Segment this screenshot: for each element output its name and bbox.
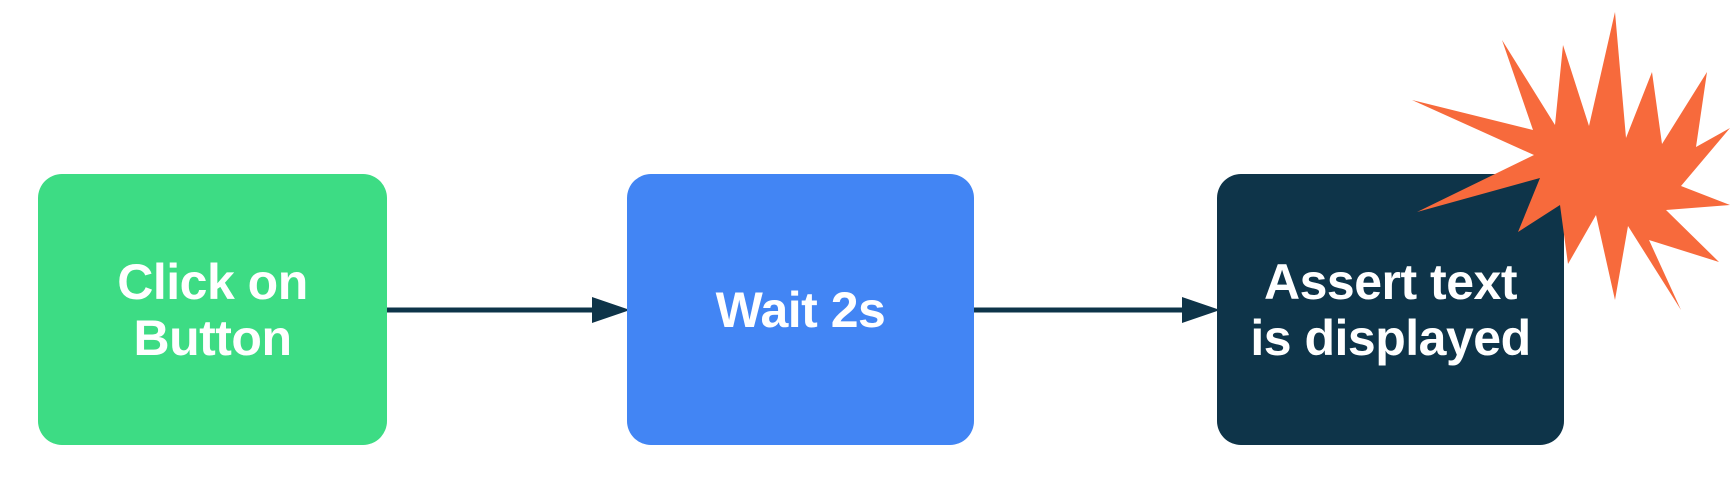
node-assert-text-is-displayed[interactable]: Assert text is displayed	[1217, 174, 1564, 445]
node-click-on-button[interactable]: Click on Button	[38, 174, 387, 445]
node-label: Assert text is displayed	[1250, 253, 1531, 366]
arrowhead-icon	[592, 297, 630, 323]
node-wait-2s[interactable]: Wait 2s	[627, 174, 974, 445]
starburst-shape	[1412, 12, 1730, 310]
connector-click-to-wait	[386, 297, 630, 323]
node-label: Wait 2s	[715, 281, 886, 338]
starburst-icon	[1412, 12, 1730, 310]
node-label: Click on Button	[117, 253, 308, 366]
arrowhead-icon	[1182, 297, 1220, 323]
connector-wait-to-assert	[972, 297, 1220, 323]
